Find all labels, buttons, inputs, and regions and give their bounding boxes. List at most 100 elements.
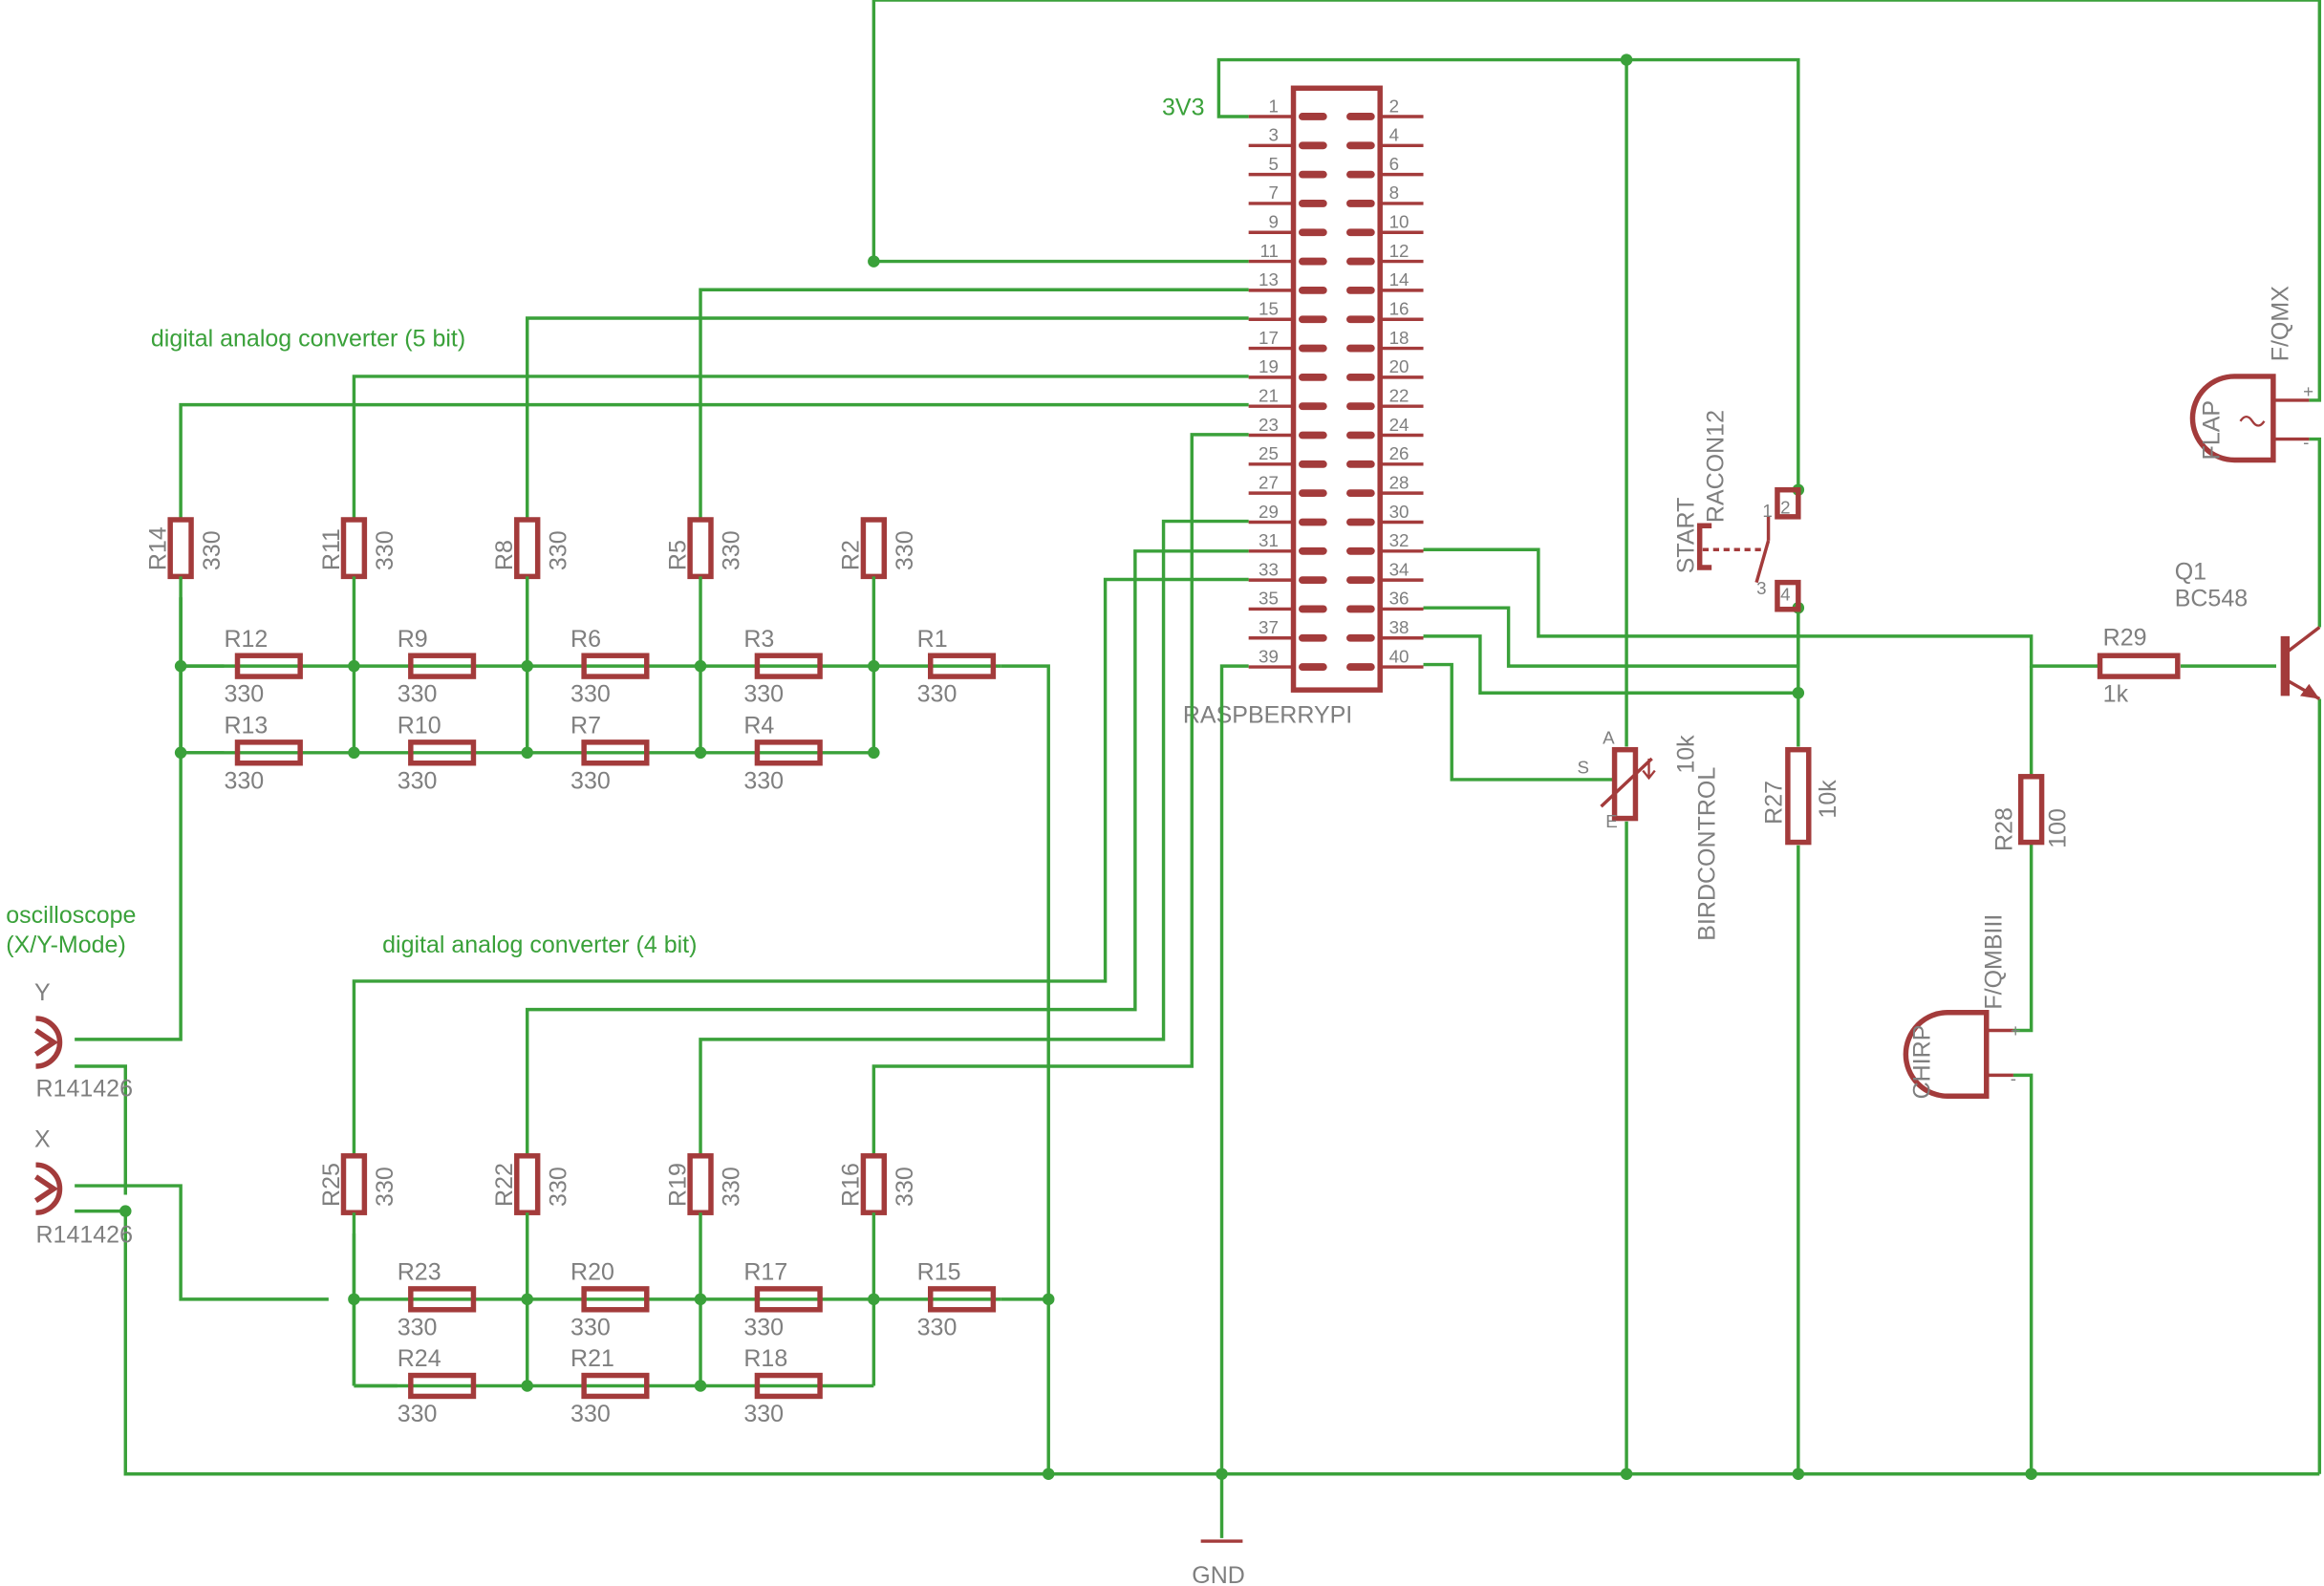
junction-dot <box>348 746 360 760</box>
connector-y-part: R141426 <box>36 1075 133 1102</box>
rpi-pin-23: 23 <box>1248 415 1327 439</box>
rpi-pin-label: 30 <box>1389 502 1409 522</box>
rpi-pin-label: 10 <box>1389 212 1409 232</box>
gnd-label: GND <box>1192 1562 1245 1586</box>
resistor-name: R25 <box>318 1163 345 1207</box>
resistor-value: 330 <box>570 1401 611 1427</box>
resistor-value: 330 <box>719 530 745 570</box>
resistor-horizontal: R17 330 <box>700 1259 874 1340</box>
rpi-pin-label: 17 <box>1259 328 1279 348</box>
resistor-vertical: R5 330 <box>664 517 745 580</box>
rpi-pin-label: 37 <box>1259 617 1279 637</box>
resistor-value: 330 <box>398 681 438 708</box>
resistor-name: R17 <box>743 1259 787 1286</box>
resistor-name: R1 <box>917 626 948 653</box>
resistor-name: R18 <box>743 1345 787 1372</box>
resistor-horizontal: R10 330 <box>354 712 527 794</box>
rpi-pin-label: 36 <box>1389 589 1409 609</box>
junction-dot <box>868 659 880 673</box>
resistor-horizontal: R23 330 <box>354 1259 527 1340</box>
resistor-name: R7 <box>570 712 601 739</box>
r29-name: R29 <box>2103 624 2147 651</box>
rpi-pin-label: 1 <box>1268 96 1278 116</box>
rpi-pin-30: 30 <box>1346 502 1424 526</box>
start-switch: 1 2 3 4 START RACON12 <box>1672 410 1801 612</box>
resistor-value: 330 <box>398 1314 438 1340</box>
note-oscilloscope: oscilloscope <box>6 902 136 929</box>
rpi-pin-label: 3 <box>1268 125 1278 145</box>
rpi-pin-9: 9 <box>1248 212 1327 237</box>
rpi-pin-10: 10 <box>1346 212 1424 237</box>
rpi-pin-label: 14 <box>1389 269 1409 289</box>
rpi-pin-label: 9 <box>1268 212 1278 232</box>
r27-name: R27 <box>1761 781 1788 825</box>
chirp-part: F/QMBIII <box>1980 914 2007 1010</box>
q1-name: Q1 <box>2175 558 2206 585</box>
switch-pin-3: 3 <box>1756 578 1766 598</box>
junction-dot <box>694 1293 707 1306</box>
rpi-pin-label: 35 <box>1259 589 1279 609</box>
junction-dot <box>1042 1293 1055 1306</box>
rpi-pin-label: 38 <box>1389 617 1409 637</box>
junction-dot <box>1620 1468 1633 1480</box>
rpi-pin-label: 4 <box>1389 125 1399 145</box>
gnd-symbol: GND <box>1192 1539 1245 1586</box>
rpi-pin-19: 19 <box>1248 356 1327 381</box>
rpi-pin-label: 26 <box>1389 443 1409 463</box>
junction-dot <box>694 659 707 673</box>
resistor-name: R23 <box>398 1259 441 1286</box>
resistor-name: R10 <box>398 712 441 739</box>
rpi-pin-24: 24 <box>1346 415 1424 439</box>
resistor-value: 330 <box>917 1314 958 1340</box>
rpi-pin-label: 20 <box>1389 356 1409 376</box>
resistor-name: R11 <box>318 528 345 570</box>
junction-dot <box>868 746 880 760</box>
junction-dot <box>521 659 533 673</box>
rpi-pin-31: 31 <box>1248 530 1327 555</box>
rpi-pin-8: 8 <box>1346 182 1424 207</box>
junction-dot <box>1620 54 1633 66</box>
rpi-pin-label: 21 <box>1259 385 1279 405</box>
resistor-value: 330 <box>398 767 438 794</box>
rpi-pin-20: 20 <box>1346 356 1424 381</box>
pot-pin-a: A <box>1603 727 1615 747</box>
connector-x-label: X <box>34 1125 51 1152</box>
resistor-name: R4 <box>743 712 774 739</box>
rpi-pin-32: 32 <box>1346 530 1424 555</box>
connector-y-label: Y <box>34 979 51 1006</box>
resistor-value: 330 <box>892 530 918 570</box>
junction-dot <box>868 1293 880 1306</box>
resistor-name: R24 <box>398 1345 441 1372</box>
junction-dot <box>174 746 187 760</box>
rpi-pin-label: 18 <box>1389 328 1409 348</box>
resistor-horizontal: R13 330 <box>181 712 355 794</box>
rpi-pin-40: 40 <box>1346 646 1424 671</box>
junction-dot <box>2025 1468 2037 1480</box>
rpi-pin-11: 11 <box>1248 241 1327 266</box>
birdcontrol-pot: A S E 10k BIRDCONTROL <box>1578 727 1721 940</box>
resistor-value: 330 <box>570 681 611 708</box>
rpi-pin-17: 17 <box>1248 328 1327 353</box>
resistor-value: 330 <box>224 767 264 794</box>
resistor-name: R15 <box>917 1259 961 1286</box>
rpi-pin-18: 18 <box>1346 328 1424 353</box>
connector-x-part: R141426 <box>36 1221 133 1248</box>
resistor-name: R13 <box>224 712 268 739</box>
rpi-pin-37: 37 <box>1248 617 1327 642</box>
rpi-name: RASPBERRYPI <box>1183 702 1352 729</box>
resistor-name: R9 <box>398 626 428 653</box>
rpi-pin-6: 6 <box>1346 154 1424 179</box>
resistor-value: 330 <box>743 1401 784 1427</box>
resistor-name: R5 <box>664 540 691 570</box>
resistor-value: 330 <box>743 1314 784 1340</box>
resistor-name: R14 <box>144 526 171 570</box>
